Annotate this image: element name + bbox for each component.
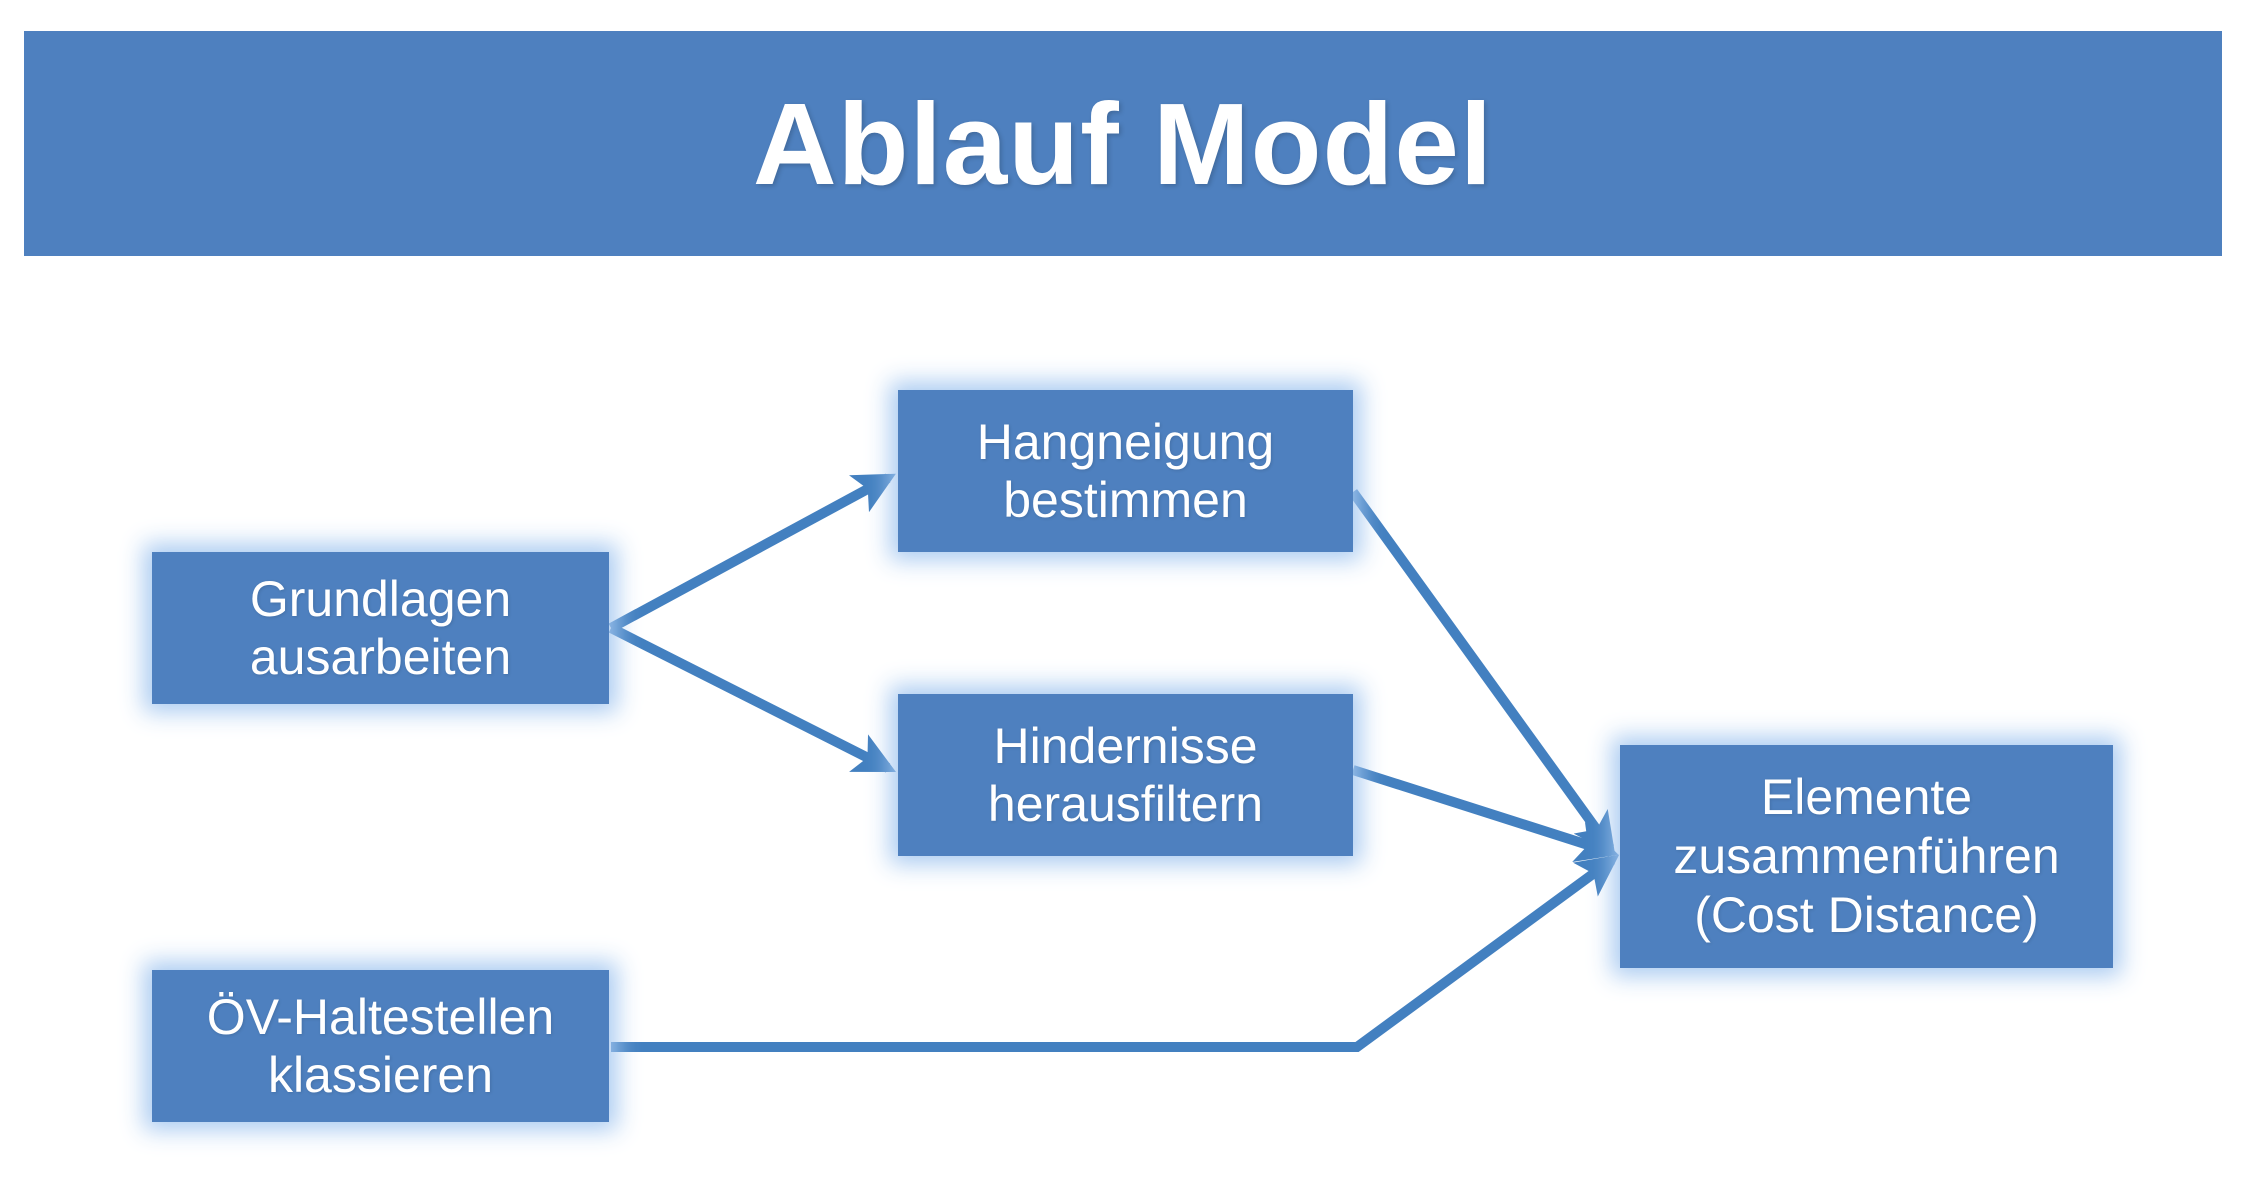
- node-hangneigung-bestimmen[interactable]: Hangneigung bestimmen: [898, 390, 1353, 552]
- edge-hangneigung-elemente: [1348, 489, 1616, 856]
- title-bar: Ablauf Model: [24, 31, 2222, 256]
- edge-grundlagen-hindernisse: [608, 623, 897, 773]
- node-hindernisse-herausfiltern[interactable]: Hindernisse herausfiltern: [898, 694, 1353, 856]
- node-oev-haltestellen-klassieren[interactable]: ÖV-Haltestellen klassieren: [152, 970, 609, 1122]
- node-label: Grundlagen ausarbeiten: [249, 571, 512, 685]
- node-grundlagen-ausarbeiten[interactable]: Grundlagen ausarbeiten: [152, 552, 609, 704]
- node-label: Elemente zusammenführen (Cost Distance): [1673, 769, 2060, 943]
- node-label: Hangneigung bestimmen: [976, 414, 1275, 528]
- edge-grundlagen-hangneigung: [608, 473, 896, 633]
- node-elemente-zusammenfuehren[interactable]: Elemente zusammenführen (Cost Distance): [1620, 745, 2113, 968]
- node-label: ÖV-Haltestellen klassieren: [206, 989, 555, 1103]
- edge-oev-elemente: [611, 854, 1620, 1052]
- slide-title: Ablauf Model: [752, 78, 1494, 209]
- node-label: Hindernisse herausfiltern: [987, 718, 1264, 832]
- edge-hindernisse-elemente: [1351, 765, 1619, 862]
